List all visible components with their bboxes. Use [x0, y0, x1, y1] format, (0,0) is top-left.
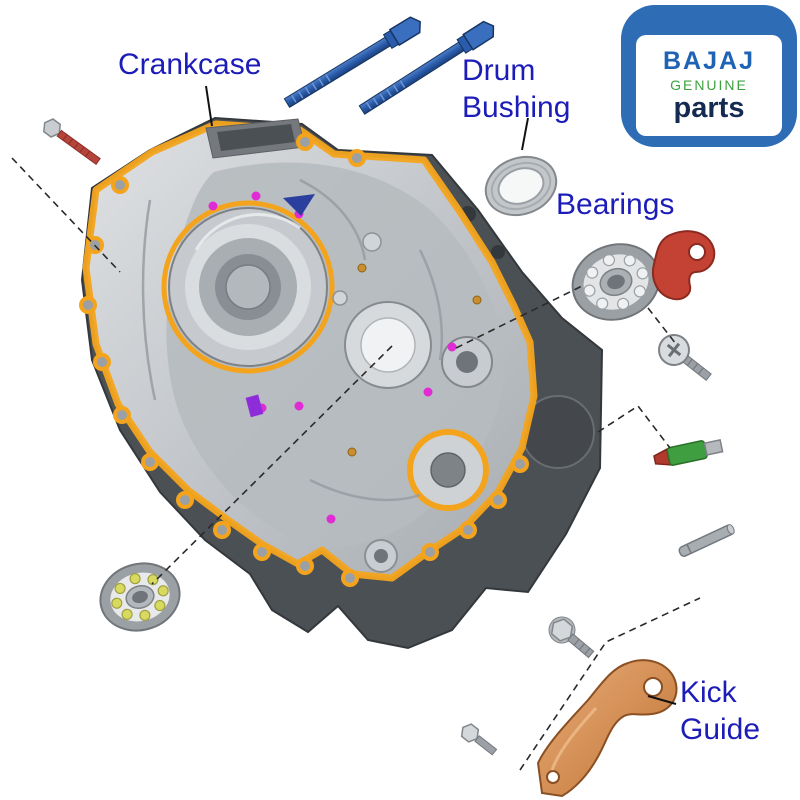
kick-guide-label: Kick Guide [680, 674, 760, 748]
crankcase-part [79, 116, 604, 650]
green-switch-plug [653, 439, 724, 466]
small-flange-bolt [42, 118, 101, 166]
brass-dots [347, 263, 482, 457]
blue-wedge-accent [283, 194, 315, 216]
gasket-bolt-holes [79, 133, 529, 587]
purple-accent [245, 394, 264, 418]
kick-guide-label-line1: Kick [680, 676, 737, 709]
exploded-dashed-lines [11, 157, 701, 771]
drum-bushing-part [484, 155, 558, 217]
mounting-bolt-long-1 [283, 16, 421, 108]
hex-bolt-small [460, 723, 498, 756]
ball-bearing-right [571, 243, 661, 321]
crankcase-label-text: Crankcase [118, 48, 262, 81]
secondary-bore [344, 301, 432, 389]
crankcase-label: Crankcase [118, 46, 261, 83]
lower-bore [407, 429, 489, 511]
bearings-label-text: Bearings [556, 188, 675, 221]
drum-bushing-label: Drum Bushing [462, 52, 570, 126]
rear-hole [491, 245, 505, 259]
small-bore [364, 539, 398, 573]
drum-bushing-label-line2: Bushing [462, 91, 571, 124]
label-leader-lines [205, 85, 677, 705]
phillips-screw [658, 334, 712, 381]
logo-parts-text: parts [673, 91, 745, 124]
small-boss [332, 290, 348, 306]
kick-guide-label-line2: Guide [680, 713, 761, 746]
logo-brand-text: BAJAJ [663, 47, 755, 76]
hex-flange-bolt [548, 616, 595, 659]
top-boss-opening [217, 124, 295, 151]
bajaj-genuine-parts-logo: BAJAJ GENUINE parts [621, 5, 797, 147]
kick-guide-part [536, 659, 678, 798]
small-boss [362, 232, 382, 252]
dowel-pin [678, 524, 735, 557]
mounting-bolt-long-2 [358, 20, 495, 115]
casting-ribs [141, 178, 444, 502]
red-retainer-bracket [652, 230, 716, 301]
main-bore [161, 200, 335, 374]
logo-white-panel: BAJAJ GENUINE parts [636, 35, 782, 136]
drum-bushing-label-line1: Drum [462, 54, 536, 87]
ball-bearing-lower-left [99, 562, 181, 632]
bearings-label: Bearings [556, 186, 674, 223]
logo-genuine-text: GENUINE [670, 76, 748, 93]
